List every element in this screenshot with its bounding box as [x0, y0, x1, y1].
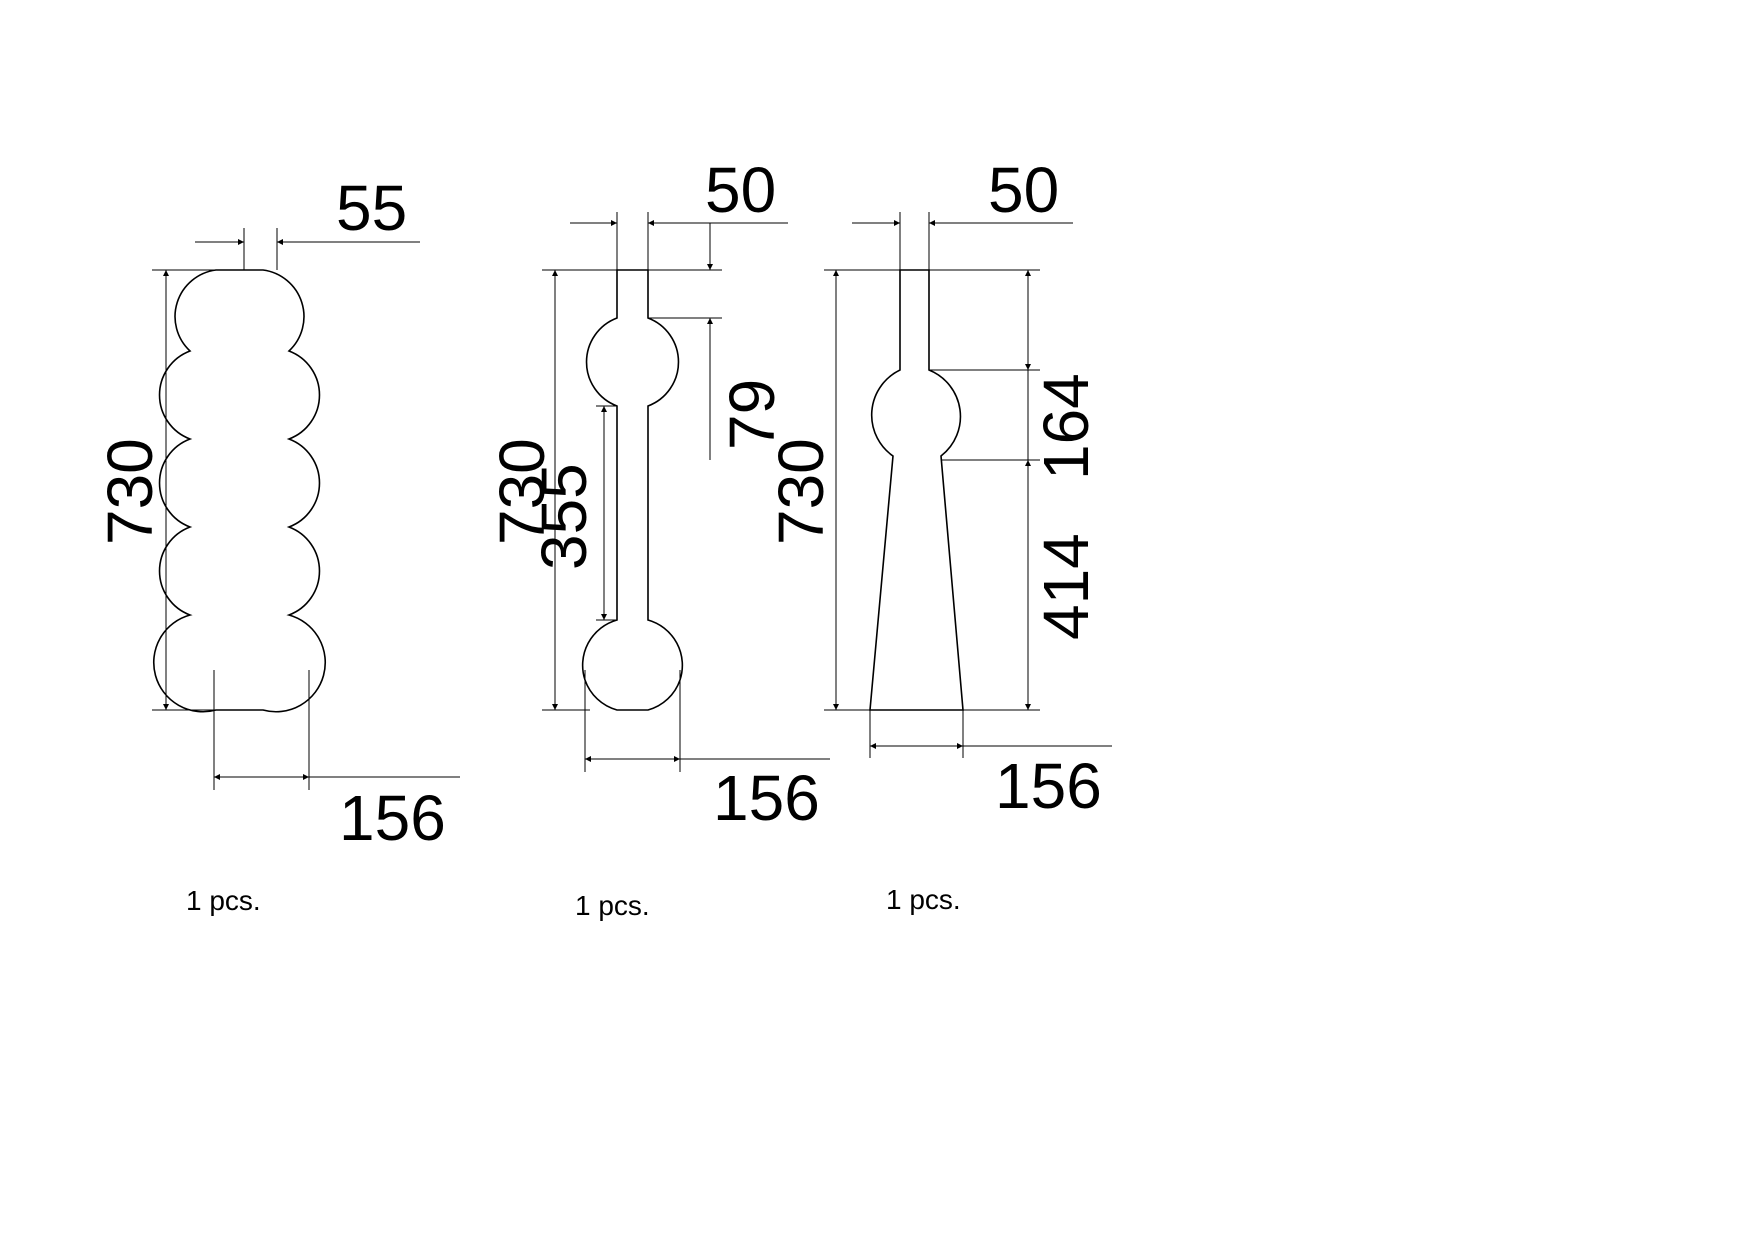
part-3-tapered-baluster: 50 730 164 414 156 1 — [765, 154, 1112, 915]
part-1-height-dimension: 730 — [94, 269, 240, 711]
part-3-quantity: 1 pcs. — [886, 884, 961, 915]
part-1-quantity: 1 pcs. — [186, 885, 261, 916]
part-3-right-dimensions: 164 414 — [929, 269, 1102, 711]
part-1-outline — [152, 269, 327, 713]
part-3-lower-length-label: 414 — [1030, 533, 1102, 640]
part-1-bottom-width-dimension: 156 — [213, 670, 460, 854]
part-3-height-label: 730 — [765, 438, 837, 545]
part-3-bottom-width-dimension: 156 — [869, 710, 1112, 822]
part-1-bubble-baluster: 55 730 156 1 pcs. — [94, 172, 460, 916]
part-2-middle-label: 355 — [528, 463, 600, 570]
part-3-upper-length-label: 164 — [1030, 373, 1102, 480]
part-2-height-dimension: 730 — [486, 269, 617, 711]
part-3-outline — [869, 269, 964, 711]
part-2-middle-dimension: 355 — [528, 405, 617, 621]
part-2-height-label: 730 — [486, 438, 558, 545]
part-2-bottom-width-label: 156 — [713, 762, 820, 834]
part-3-top-width-dimension: 50 — [852, 154, 1073, 270]
part-2-outline — [581, 269, 684, 711]
part-3-height-dimension: 730 — [765, 269, 900, 711]
part-1-top-width-label: 55 — [336, 172, 407, 244]
part-2-top-width-label: 50 — [705, 154, 776, 226]
part-3-bottom-width-label: 156 — [995, 750, 1102, 822]
part-2-bottom-width-dimension: 156 — [584, 670, 830, 834]
part-1-height-label: 730 — [94, 438, 166, 545]
part-2-neck-label: 79 — [716, 379, 788, 450]
part-2-quantity: 1 pcs. — [575, 890, 650, 921]
part-2-top-width-dimension: 50 — [570, 154, 788, 270]
part-3-top-width-label: 50 — [988, 154, 1059, 226]
part-2-neck-dimension: 79 — [648, 223, 788, 460]
part-2-dumbbell-baluster: 50 79 730 355 — [486, 154, 830, 921]
part-1-bottom-width-label: 156 — [339, 782, 446, 854]
part-1-top-width-dimension: 55 — [195, 172, 420, 270]
